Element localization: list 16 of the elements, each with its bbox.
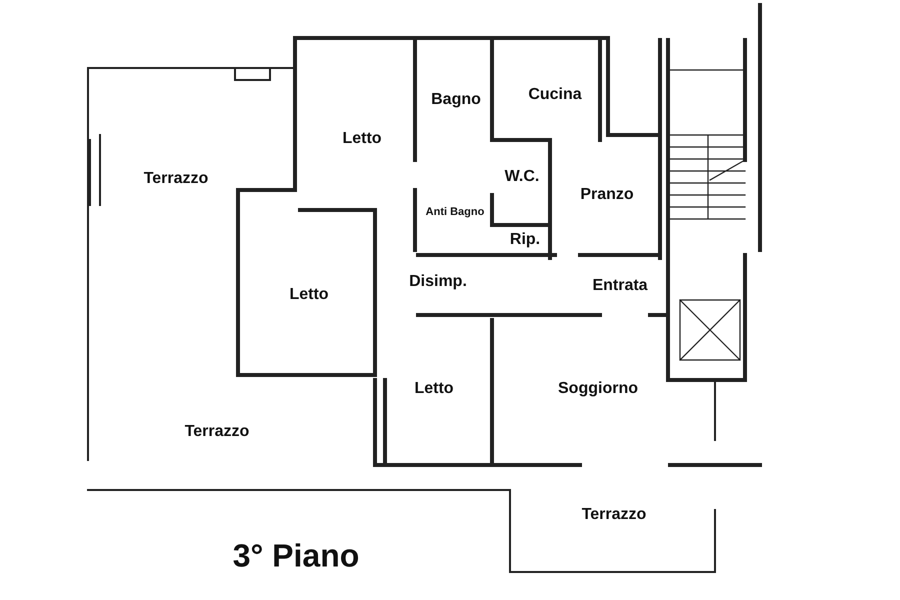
room-label: Bagno bbox=[431, 91, 481, 109]
room-label: W.C. bbox=[504, 168, 540, 186]
room-label: Soggiorno bbox=[558, 380, 638, 398]
room-label: Disimp. bbox=[409, 273, 467, 291]
room-label: Pranzo bbox=[580, 186, 634, 204]
room-label: Letto bbox=[342, 130, 382, 148]
room-label: Terrazzo bbox=[582, 506, 646, 524]
room-label: Letto bbox=[289, 286, 329, 304]
room-label: Anti Bagno bbox=[426, 206, 484, 218]
room-label: Terrazzo bbox=[144, 170, 208, 188]
room-label: Rip. bbox=[510, 231, 540, 249]
room-label: Terrazzo bbox=[184, 423, 250, 441]
room-label: Cucina bbox=[528, 86, 582, 104]
room-label: Letto bbox=[414, 380, 454, 398]
floor-title: 3° Piano bbox=[232, 538, 360, 574]
room-label: Entrata bbox=[592, 277, 648, 295]
